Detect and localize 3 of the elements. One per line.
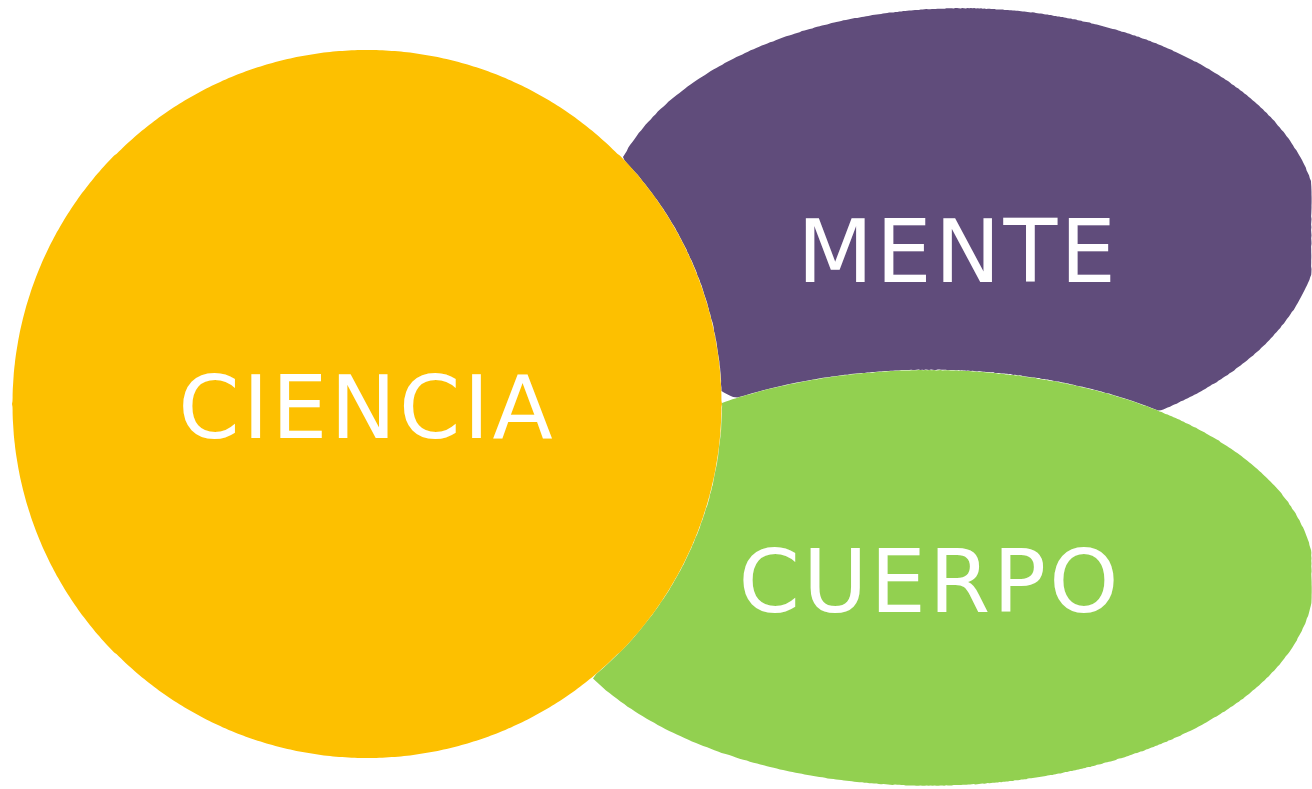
node-label: CIENCIA [178,364,556,452]
node-label: CUERPO [738,538,1122,626]
node-label: MENTE [797,208,1119,296]
